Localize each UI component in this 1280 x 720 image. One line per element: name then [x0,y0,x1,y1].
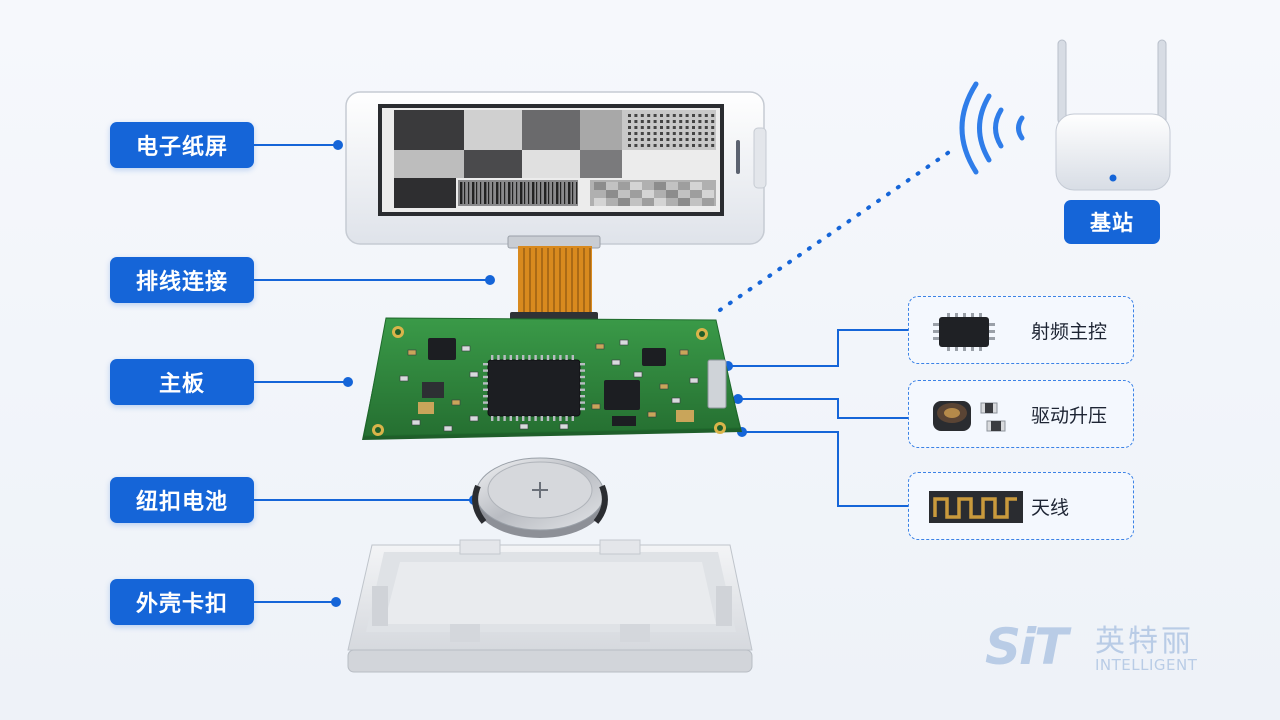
feature-boost-label: 驱动升压 [1031,381,1107,447]
eink-display [346,92,766,244]
signal-waves-icon [962,84,1022,172]
smd-component [520,424,528,429]
logo-mark: SiT [985,618,1066,676]
smd-component [444,426,452,431]
smd-component [596,344,604,349]
label-base-station: 基站 [1064,200,1160,244]
feature-rf-controller: 射频主控 [908,296,1134,364]
smd-component [412,420,420,425]
smd-component [648,412,656,417]
label-eink-screen: 电子纸屏 [110,122,254,168]
fpc-ribbon [508,236,600,328]
label-mainboard: 主板 [110,359,254,405]
smd-component [400,376,408,381]
feature-driver-boost: 驱动升压 [908,380,1134,448]
smd-component [634,372,642,377]
smd-component [680,350,688,355]
company-logo: SiT 英特丽 INTELLIGENT [985,614,1215,678]
chip-icon [925,305,1025,357]
smd-component [408,350,416,355]
inductor-icon [925,389,1025,441]
coin-battery [474,458,606,538]
smd-component [612,360,620,365]
label-shell-clip: 外壳卡扣 [110,579,254,625]
feature-antenna: 天线 [908,472,1134,540]
smd-component [592,404,600,409]
feature-rf-label: 射频主控 [1031,297,1107,363]
smd-component [660,384,668,389]
smd-component [672,398,680,403]
router-icon [1056,40,1170,190]
smd-component [452,400,460,405]
smd-component [470,372,478,377]
feature-antenna-label: 天线 [1031,473,1069,539]
label-coin-battery: 纽扣电池 [110,477,254,523]
smd-component [560,424,568,429]
label-fpc-connection: 排线连接 [110,257,254,303]
smd-component [462,346,470,351]
logo-chinese-name: 英特丽 [1095,616,1194,660]
pcb-antenna-icon [925,481,1025,533]
logo-english-name: INTELLIGENT [1095,656,1197,674]
smd-component [620,340,628,345]
smd-component [690,378,698,383]
plastic-shell [348,540,752,672]
smd-component [470,416,478,421]
